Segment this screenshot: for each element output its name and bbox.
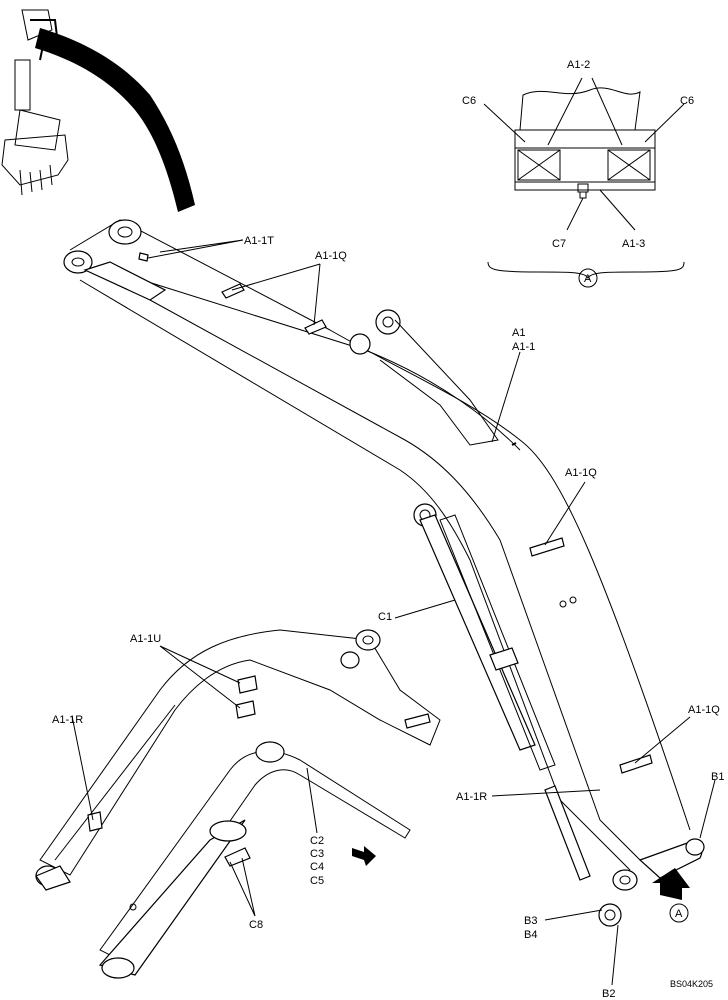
- label-b1: B1: [711, 771, 724, 783]
- detail-view-a: [483, 77, 685, 288]
- boom-cylinder: [419, 514, 591, 881]
- label-view-a-arrow: A: [675, 908, 683, 920]
- arm-assembly-left: [35, 629, 441, 891]
- direction-arrow: [352, 846, 376, 866]
- label-a1-1: A1-1: [512, 341, 535, 353]
- label-a1-1r-right: A1-1R: [456, 791, 487, 803]
- drawing-code: BS04K205: [670, 979, 713, 989]
- view-a-arrow: [652, 868, 690, 923]
- label-a1-1q-low: A1-1Q: [688, 704, 720, 716]
- label-b4: B4: [524, 929, 537, 941]
- label-c1: C1: [378, 611, 392, 623]
- label-c4: C4: [310, 861, 324, 873]
- label-c8: C8: [249, 919, 263, 931]
- label-a1-1r-left: A1-1R: [52, 714, 83, 726]
- leader-lines: [71, 239, 716, 986]
- locator-thumbnail: [1, 9, 195, 212]
- label-b2: B2: [602, 988, 615, 1000]
- label-a1-1t: A1-1T: [244, 235, 274, 247]
- label-b3: B3: [524, 915, 537, 927]
- label-a1-1q-top: A1-1Q: [315, 250, 347, 262]
- label-a1: A1: [512, 327, 525, 339]
- label-c3: C3: [310, 848, 324, 860]
- label-view-a-detail: A: [584, 273, 592, 285]
- label-a1-2: A1-2: [567, 59, 590, 71]
- label-a1-3: A1-3: [622, 238, 645, 250]
- label-c7: C7: [552, 238, 566, 250]
- label-a1-1u: A1-1U: [130, 633, 161, 645]
- label-c6-left: C6: [462, 95, 476, 107]
- arm-assembly-lower: [98, 741, 411, 979]
- label-c6-right: C6: [680, 95, 694, 107]
- boom-main: [63, 219, 705, 927]
- label-c2: C2: [310, 835, 324, 847]
- label-a1-1q-mid: A1-1Q: [565, 467, 597, 479]
- label-c5: C5: [310, 875, 324, 887]
